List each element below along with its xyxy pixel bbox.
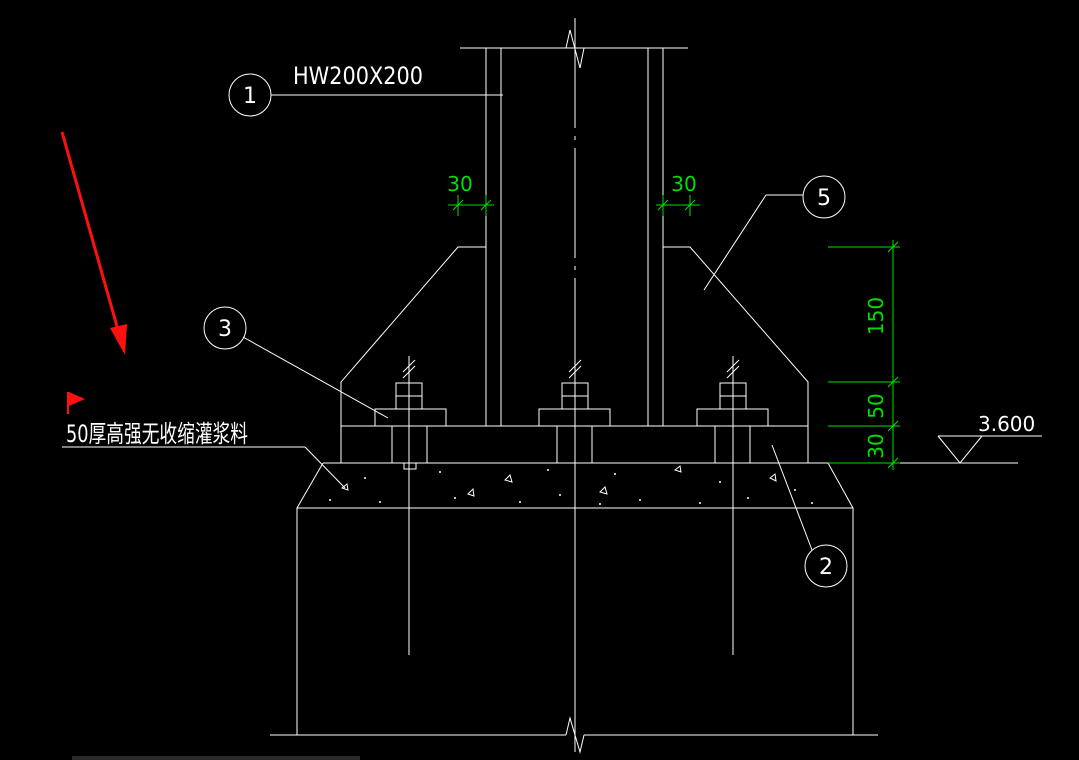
section-label: HW200X200 (293, 62, 423, 90)
elevation-value: 3.600 (978, 412, 1035, 436)
anchor-bolt-center (538, 359, 611, 464)
anchor-bolt-left (374, 356, 447, 655)
steel-column (460, 47, 688, 426)
dim-stiffener-right-text: 30 (671, 172, 696, 196)
stiffener-left (340, 246, 486, 426)
red-flag-icon (67, 392, 85, 414)
callout-5: 5 (703, 175, 846, 291)
grout-note-text: 50厚高强无收缩灌浆料 (66, 420, 248, 448)
grout-note: 50厚高强无收缩灌浆料 (62, 420, 346, 489)
anchor-bolt-right (696, 356, 769, 655)
callout-1: 1 HW200X200 (228, 62, 503, 117)
dim-vertical-chain: 150 50 30 (828, 240, 900, 470)
callout-3-number: 3 (218, 317, 232, 342)
dim-height-stiffener: 150 (864, 297, 888, 335)
concrete-pier (296, 508, 854, 735)
dim-height-plate: 30 (864, 433, 888, 458)
callout-5-number: 5 (817, 186, 831, 211)
break-mark-bottom (270, 716, 878, 754)
dim-stiffener-right: 30 (656, 172, 700, 216)
dim-stiffener-left-text: 30 (447, 172, 472, 196)
callout-1-number: 1 (243, 84, 257, 109)
dim-stiffener-left: 30 (447, 172, 494, 216)
grout-layer (296, 462, 854, 509)
stiffener-right (663, 246, 809, 426)
elevation-mark: 3.600 (900, 412, 1042, 464)
callout-2-number: 2 (819, 555, 833, 580)
callout-3: 3 (203, 306, 389, 419)
dim-height-bolt: 50 (864, 393, 888, 418)
callout-2: 2 (771, 444, 848, 588)
red-arrow-icon (60, 131, 127, 355)
horizontal-scrollbar[interactable] (72, 756, 360, 760)
